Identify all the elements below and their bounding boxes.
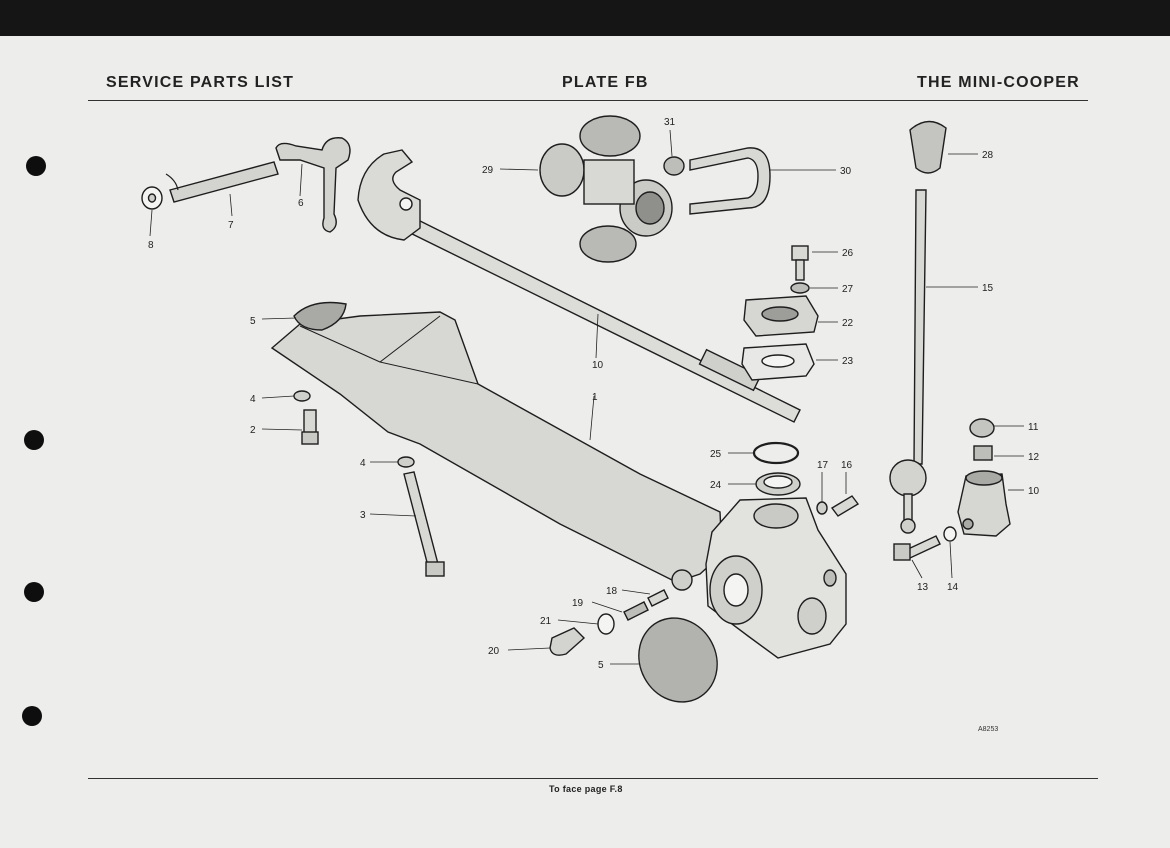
part-long-bolt — [403, 471, 439, 567]
callout-2: 2 — [250, 425, 256, 436]
callout-4a: 4 — [250, 394, 256, 405]
callout-29: 28 — [982, 150, 994, 161]
callout-32: 31 — [664, 117, 676, 128]
header-model-name: THE MINI-COOPER — [917, 74, 1080, 91]
part-selector-lever — [275, 137, 351, 233]
callout-17: 16 — [841, 460, 853, 471]
callout-7: 6 — [298, 198, 304, 209]
part-plain-washer — [943, 526, 957, 542]
part-screw — [830, 495, 860, 517]
header-service-parts-list: SERVICE PARTS LIST — [106, 74, 295, 91]
callout-3: 3 — [360, 510, 366, 521]
binder-hole — [24, 582, 44, 602]
drawing-reference-code: A8253 — [978, 726, 999, 733]
part-detent-spring — [623, 601, 649, 621]
part-universal-joint — [539, 115, 673, 263]
scanner-border — [0, 0, 1170, 36]
binder-hole — [26, 156, 46, 176]
footer-page-reference: To face page F.8 — [549, 784, 623, 794]
callout-6: 5 — [598, 660, 604, 671]
part-lock-washer — [790, 282, 810, 294]
part-cap-nut — [969, 418, 995, 438]
callout-1: 1 — [592, 392, 598, 403]
part-nut — [663, 156, 685, 176]
callout-22: 21 — [540, 616, 552, 627]
callout-24: 23 — [842, 356, 854, 367]
callout-19: 18 — [606, 586, 618, 597]
callout-12: 11 — [1028, 422, 1039, 433]
callout-10: 10 — [592, 360, 604, 371]
header-rule — [88, 100, 1088, 101]
callout-28: 27 — [842, 284, 854, 295]
callout-9: 8 — [148, 240, 154, 251]
part-u-bolt — [689, 147, 771, 215]
part-cover-plate — [638, 617, 718, 703]
part-plug — [549, 627, 586, 656]
part-pivot-pin — [169, 161, 279, 203]
part-gear-lever-knob — [909, 120, 947, 174]
part-detent-plunger — [647, 589, 669, 607]
callout-16: 15 — [982, 283, 994, 294]
callout-5: 5 — [250, 316, 256, 327]
part-spring-washer — [816, 501, 828, 515]
callout-15: 14 — [947, 582, 959, 593]
callout-14: 13 — [917, 582, 929, 593]
callout-31: 30 — [840, 166, 852, 177]
part-washer-lower — [397, 456, 415, 468]
header-plate-id: PLATE FB — [562, 74, 649, 91]
part-short-bolt — [303, 409, 317, 435]
callout-23: 22 — [842, 318, 854, 329]
part-rubber-cover — [293, 301, 347, 331]
callout-21: 20 — [488, 646, 500, 657]
callout-25: 24 — [710, 480, 722, 491]
callout-13: 12 — [1028, 452, 1040, 463]
callout-26: 25 — [710, 449, 722, 460]
callout-30: 29 — [482, 165, 494, 176]
part-washer-upper — [293, 390, 311, 402]
part-hex-bolt — [905, 535, 941, 559]
part-rod-fork-end — [357, 149, 421, 241]
part-plunger-spring — [973, 445, 993, 461]
callout-8: 7 — [228, 220, 234, 231]
part-bolt — [791, 245, 809, 261]
callout-27: 26 — [842, 248, 854, 259]
part-sealing-ring — [752, 441, 800, 465]
exploded-parts-diagram: 8 7 6 5 10 4 2 4 3 1 29 31 30 26 27 22 2… — [141, 115, 1040, 703]
part-fibre-washer — [597, 613, 615, 635]
callout-20: 19 — [572, 598, 584, 609]
callout-4b: 4 — [360, 458, 366, 469]
footer-rule — [88, 778, 1098, 779]
part-gear-lever — [913, 189, 927, 465]
callout-11: 10 — [1028, 486, 1040, 497]
binder-hole — [22, 706, 42, 726]
binder-hole — [24, 430, 44, 450]
callout-18: 17 — [817, 460, 829, 471]
